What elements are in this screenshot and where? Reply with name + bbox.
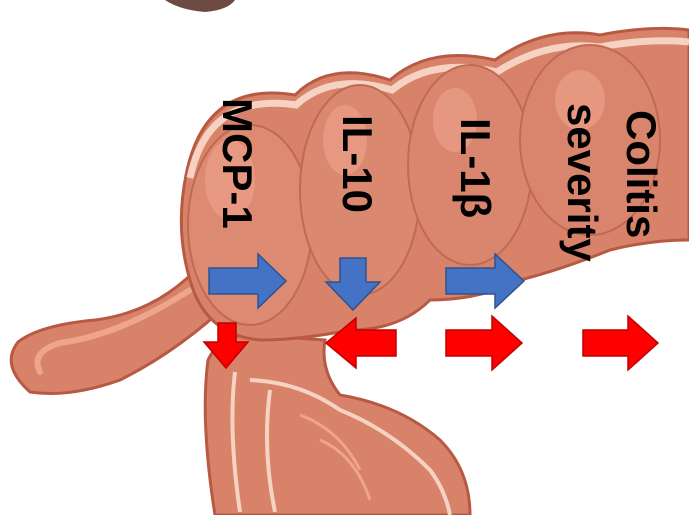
label-il1b: IL-1β <box>454 118 496 218</box>
il1b-red-arrow-right <box>446 316 522 370</box>
colon-lower <box>205 335 470 515</box>
label-severity: severity <box>561 103 603 262</box>
top-stub <box>165 0 235 12</box>
colitis-red-arrow-right <box>583 316 658 370</box>
label-mcp1: MCP-1 <box>216 98 258 229</box>
label-colitis: Colitis <box>620 110 662 238</box>
label-il10: IL-10 <box>336 115 378 213</box>
